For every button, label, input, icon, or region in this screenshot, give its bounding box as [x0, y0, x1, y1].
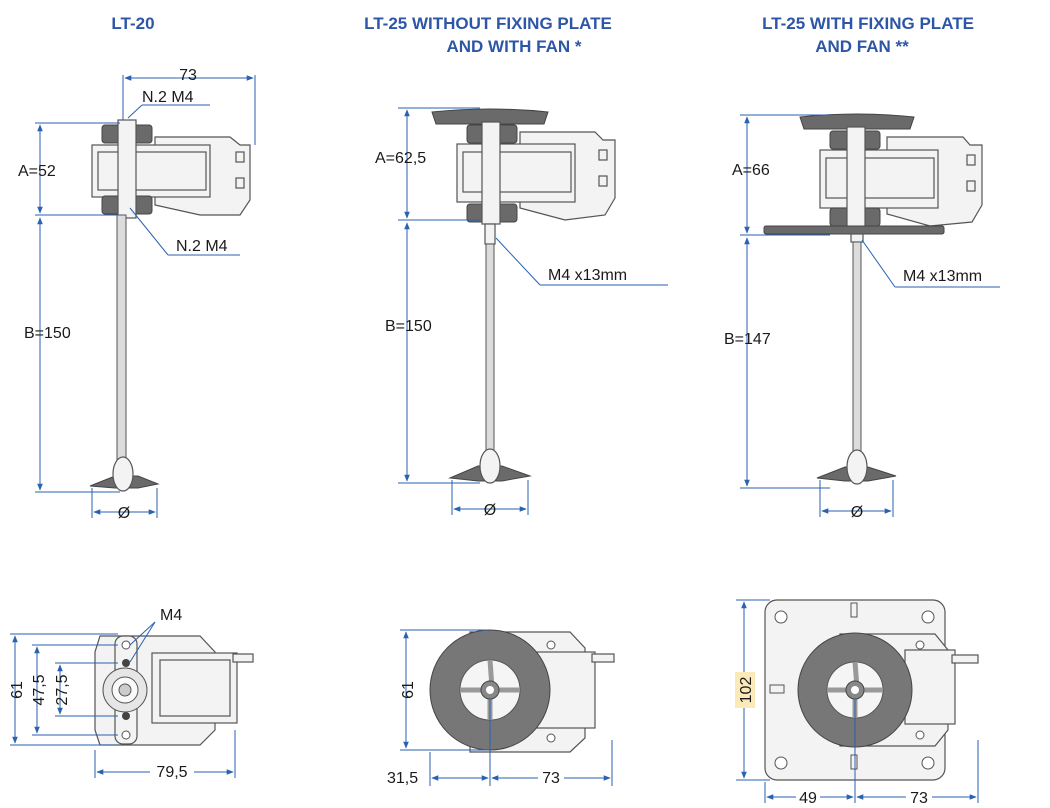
- lt25-plate-b-label: B=147: [724, 331, 771, 348]
- lt20-diameter-label: Ø: [118, 505, 130, 522]
- lt20-front-height-label: 61: [9, 681, 26, 699]
- title-lt20: LT-20: [111, 14, 154, 33]
- lt25-plate-front-height-label: 102: [738, 677, 755, 704]
- title-lt25-no-plate-line2: AND WITH FAN *: [446, 37, 581, 56]
- lt20-screw-top-label: N.2 M4: [142, 89, 194, 106]
- lt25-plate-diameter-label: Ø: [851, 504, 863, 521]
- lt25-no-plate-diameter-label: Ø: [484, 502, 496, 519]
- lt25-no-plate-front-width-label: 73: [542, 770, 560, 787]
- lt20-front-height3-label: 27,5: [54, 674, 71, 705]
- lt25-plate-front-left-label: 49: [799, 790, 817, 807]
- lt25-no-plate-a-label: A=62,5: [375, 150, 426, 167]
- lt20-side-view: 73 N.2 M4 A=52 B=150 N.2 M4: [18, 67, 256, 522]
- lt25-no-plate-b-label: B=150: [385, 318, 432, 335]
- lt20-front-width-label: 79,5: [156, 764, 187, 781]
- lt20-front-screw-label: M4: [160, 607, 182, 624]
- lt20-front-view: 61 47,5 27,5 M4 79,5: [9, 607, 254, 781]
- title-lt25-plate-line1: LT-25 WITH FIXING PLATE: [762, 14, 974, 33]
- lt25-plate-a-label: A=66: [732, 162, 770, 179]
- lt25-no-plate-front-view: 61 31,5 73: [387, 629, 615, 787]
- lt20-a-label: A=52: [18, 163, 56, 180]
- lt25-no-plate-side-view: A=62,5 B=150 M4 x13mm Ø: [375, 107, 668, 519]
- lt25-no-plate-front-left-label: 31,5: [387, 770, 418, 787]
- lt20-screw-bottom-label: N.2 M4: [176, 238, 228, 255]
- lt25-plate-front-view: 102 49 73: [735, 599, 979, 807]
- lt25-plate-side-view: A=66 B=147 M4 x13mm Ø: [724, 113, 1000, 521]
- lt20-front-height2-label: 47,5: [31, 674, 48, 705]
- title-lt25-no-plate-line1: LT-25 WITHOUT FIXING PLATE: [364, 14, 612, 33]
- lt25-no-plate-front-height-label: 61: [400, 681, 417, 699]
- lt25-plate-front-width-label: 73: [910, 790, 928, 807]
- title-lt25-plate-line2: AND FAN **: [815, 37, 909, 56]
- lt20-width-label: 73: [179, 67, 197, 84]
- lt20-b-label: B=150: [24, 325, 71, 342]
- lt25-plate-screw-label: M4 x13mm: [903, 268, 982, 285]
- lt25-no-plate-screw-label: M4 x13mm: [548, 267, 627, 284]
